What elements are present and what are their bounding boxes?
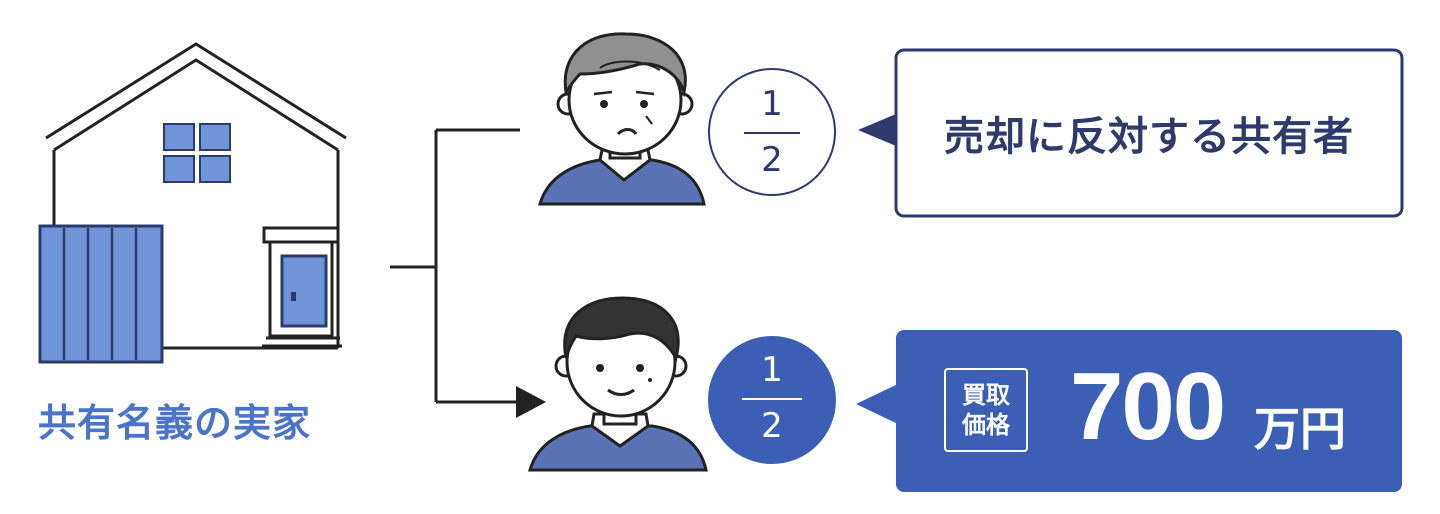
person-icon [528,296,708,472]
house-label: 共有名義の実家 [38,401,312,445]
price-tag-line1: 買取 [962,381,1010,409]
arrow-head-icon [516,386,546,418]
fraction-bar [744,132,800,134]
fraction-bar [742,398,802,400]
share-fraction-top: 1 2 [708,68,836,196]
price-tag-badge: 買取 価格 [944,368,1028,452]
price-value: 700 [1070,353,1226,460]
share-denominator: 2 [761,406,783,446]
door-icon [262,226,342,348]
house-icon [38,42,347,364]
share-numerator: 1 [761,84,783,124]
share-fraction-bottom: 1 2 [708,336,836,464]
tree-connector [390,128,520,404]
garage-shutter-icon [38,224,164,364]
opposing-owner-label: 売却に反対する共有者 [944,114,1354,160]
share-numerator: 1 [761,350,783,390]
window-icon [163,123,231,183]
price-tag-line2: 価格 [962,411,1010,439]
share-denominator: 2 [761,140,783,180]
price-unit: 万円 [1254,402,1346,456]
opposing-owner-bubble [858,48,1404,218]
elderly-person-icon [538,32,706,206]
